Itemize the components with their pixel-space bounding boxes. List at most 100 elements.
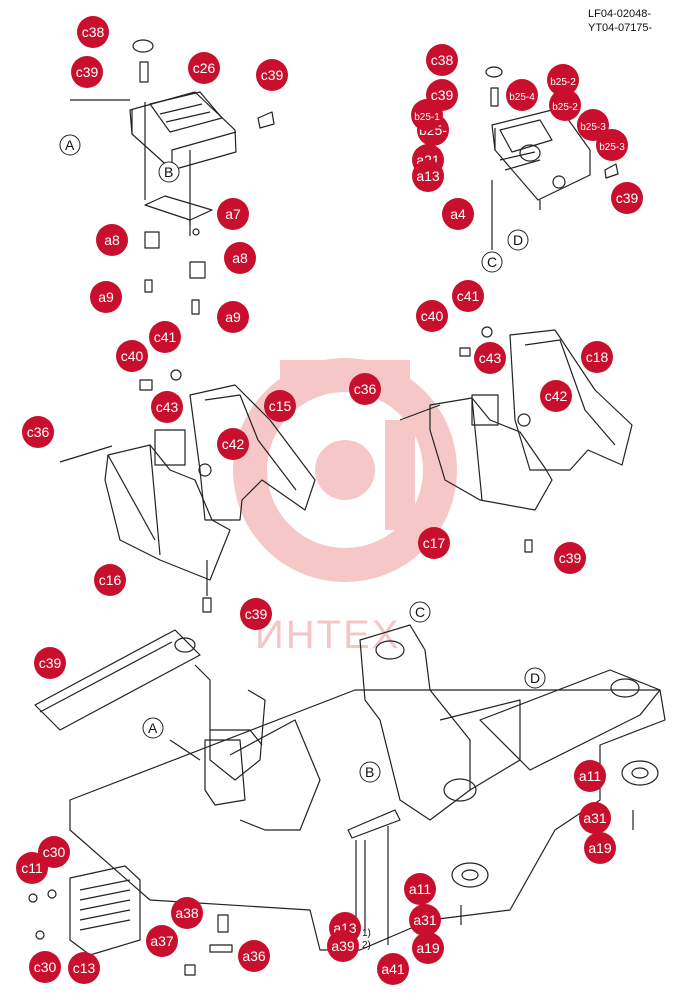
callout-label: c30 [43, 844, 66, 860]
note-2: 2) [362, 940, 371, 951]
callout-label: a9 [98, 289, 114, 305]
callout-c39e: c39 [554, 542, 586, 574]
callout-c39g: c39 [34, 647, 66, 679]
letter-marker-b-top: B [158, 161, 180, 183]
svg-text:D: D [530, 670, 540, 686]
callout-badge [34, 647, 66, 679]
callout-badge [584, 832, 616, 864]
svg-text:A: A [65, 137, 75, 153]
callout-badge [188, 52, 220, 84]
callout-b25a: b25-4 [506, 79, 538, 111]
callout-badge [412, 932, 444, 964]
callout-label: c39 [559, 550, 582, 566]
callout-label: c39 [616, 190, 639, 206]
callout-label: c13 [73, 960, 96, 976]
callout-c38b: c38 [426, 44, 458, 76]
callout-label: c42 [545, 388, 568, 404]
callout-badge [581, 341, 613, 373]
callout-c30b: c30 [29, 951, 61, 983]
letter-marker-a-top: A [59, 134, 81, 156]
callout-label: c39 [431, 87, 454, 103]
callout-badge [404, 873, 436, 905]
callout-label: c18 [586, 349, 609, 365]
callout-label: a9 [225, 309, 241, 325]
callout-badge [547, 64, 579, 96]
callout-badge [611, 182, 643, 214]
callout-a8b: a8 [224, 242, 256, 274]
callout-label: c38 [82, 24, 105, 40]
svg-text:C: C [487, 254, 497, 270]
callout-badge [238, 940, 270, 972]
callout-a8a: a8 [96, 224, 128, 256]
callout-label: a19 [588, 840, 612, 856]
reference-letters: A B C D C D A B [59, 134, 546, 783]
callout-c42a: c42 [540, 380, 572, 412]
callout-badge [416, 300, 448, 332]
callout-label: a11 [579, 768, 602, 784]
callout-a9b: a9 [217, 301, 249, 333]
callout-badge [554, 542, 586, 574]
callout-badge [418, 527, 450, 559]
callout-badge [412, 160, 444, 192]
callout-badge [426, 44, 458, 76]
callout-label: b25-3 [580, 122, 606, 133]
callout-label: c36 [354, 381, 377, 397]
callout-a36: a36 [238, 940, 270, 972]
letter-marker-c-bottom: C [409, 601, 431, 623]
callout-badge [38, 836, 70, 868]
callout-b25e: b25-2 [549, 89, 581, 121]
letter-marker-c-top: C [481, 251, 503, 273]
callout-c16: c16 [94, 564, 126, 596]
callout-badge [116, 340, 148, 372]
letter-marker-d-bottom: D [524, 667, 546, 689]
callout-a11b: a11 [404, 873, 436, 905]
note-1: 1) [362, 928, 371, 939]
callout-badge [90, 281, 122, 313]
callout-badge [22, 416, 54, 448]
callout-badge [474, 342, 506, 374]
callout-c41a: c41 [452, 280, 484, 312]
callout-c40b: c40 [116, 340, 148, 372]
callout-c15: c15 [264, 390, 296, 422]
callout-a41: a41 [377, 953, 409, 985]
letter-marker-a-bottom: A [142, 717, 164, 739]
callout-label: c17 [423, 535, 446, 551]
callout-label: c40 [421, 308, 444, 324]
callout-label: a36 [242, 948, 266, 964]
callout-label: a13 [416, 168, 440, 184]
callout-label: a31 [413, 912, 437, 928]
callout-badge [596, 129, 628, 161]
callout-label: c39 [39, 655, 62, 671]
callout-c11: c11 [16, 852, 48, 884]
callout-label: a38 [175, 905, 199, 921]
callout-badge [349, 373, 381, 405]
callout-a7: a7 [217, 198, 249, 230]
callout-label: c40 [121, 348, 144, 364]
callout-c43b: c43 [151, 391, 183, 423]
callout-badge [549, 89, 581, 121]
callout-label: c42 [222, 436, 245, 452]
callout-label: b25-4 [509, 92, 535, 103]
callout-badge [171, 897, 203, 929]
callout-a19a: a19 [584, 832, 616, 864]
callout-badge [540, 380, 572, 412]
doc-ref-1: LF04-02048- [588, 8, 651, 20]
watermark-text: ИНТЕХ [255, 613, 400, 657]
callout-label: c39 [245, 606, 268, 622]
callout-badge [411, 99, 443, 131]
svg-text:D: D [513, 232, 523, 248]
callout-c13: c13 [68, 952, 100, 984]
callout-b25g: b25-3 [596, 129, 628, 161]
callout-label: c39 [261, 67, 284, 83]
callout-label: c41 [154, 329, 177, 345]
callout-label: a31 [583, 810, 607, 826]
callout-label: b25-3 [599, 142, 625, 153]
callout-c38: c38 [77, 16, 109, 48]
callout-label: b25-1 [414, 112, 440, 123]
svg-text:A: A [148, 720, 158, 736]
callout-badge [71, 56, 103, 88]
callout-c39d: c39 [611, 182, 643, 214]
callout-label: a39 [331, 938, 355, 954]
